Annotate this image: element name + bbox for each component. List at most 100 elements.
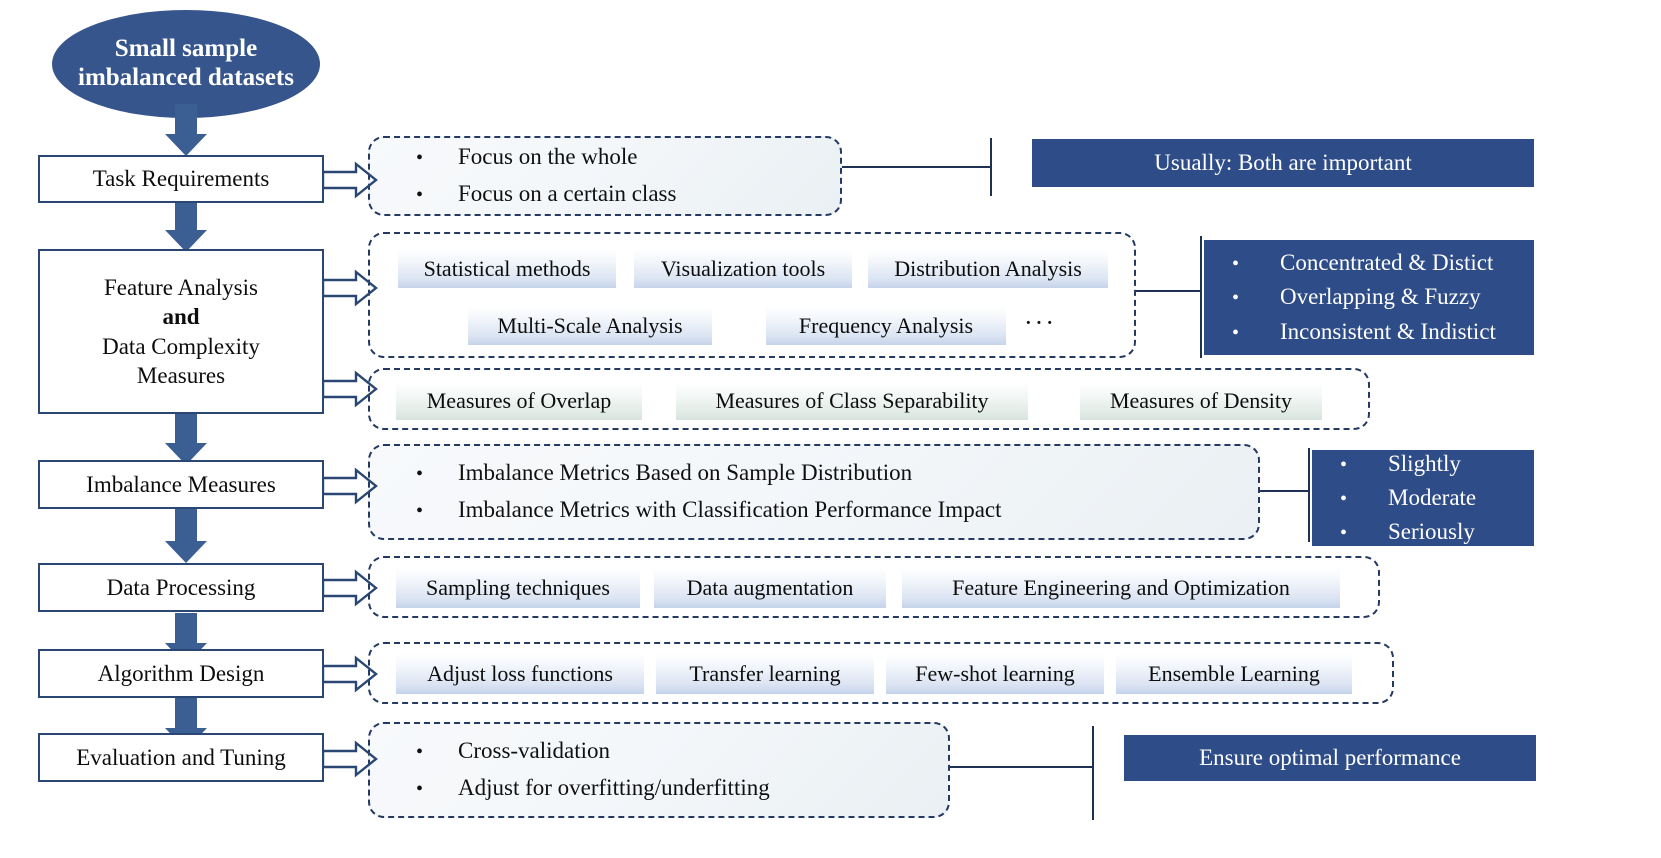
list-item: • Seriously	[1340, 515, 1475, 549]
chip-statistical-methods[interactable]: Statistical methods	[398, 250, 616, 288]
bullet-icon: •	[1232, 253, 1240, 276]
arrow-feature-to-imbalance	[130, 413, 242, 465]
arrow-imbalance-to-processing	[130, 509, 242, 563]
sidebar-item-task-requirements[interactable]: Task Requirements	[38, 155, 324, 203]
chip-ensemble-learning[interactable]: Ensemble Learning	[1116, 654, 1352, 694]
list-item: • Moderate	[1340, 481, 1476, 515]
list-item: • Overlapping & Fuzzy	[1232, 280, 1481, 314]
chip-label: Measures of Class Separability	[715, 388, 989, 413]
chip-label: Multi-Scale Analysis	[497, 313, 683, 338]
connector-arrow-feature-lower	[322, 370, 378, 408]
list-item: • Adjust for overfitting/underfitting	[416, 770, 948, 807]
chip-feature-engineering-optimization[interactable]: Feature Engineering and Optimization	[902, 568, 1340, 608]
evaluation-tuning-group: • Cross-validation • Adjust for overfitt…	[368, 722, 950, 818]
chip-measures-of-overlap[interactable]: Measures of Overlap	[396, 382, 642, 420]
stage-label-algorithm-design: Algorithm Design	[97, 660, 265, 686]
chip-sampling-techniques[interactable]: Sampling techniques	[396, 568, 640, 608]
start-node-ellipse: Small sample imbalanced datasets	[52, 10, 320, 118]
list-item-label: Adjust for overfitting/underfitting	[458, 775, 770, 800]
list-item: • Cross-validation	[416, 733, 948, 770]
list-item-label: Focus on a certain class	[458, 181, 677, 206]
list-item: • Imbalance Metrics with Classification …	[416, 492, 1258, 529]
bullet-icon: •	[1340, 487, 1348, 510]
bullet-icon: •	[416, 741, 424, 764]
bullet-icon: •	[416, 778, 424, 800]
connector-arrow-evaluation	[322, 740, 378, 778]
list-item-label: Seriously	[1388, 519, 1475, 545]
chip-label: Sampling techniques	[426, 575, 610, 600]
chip-label: Few-shot learning	[915, 661, 1075, 686]
stage-label-feature-line3: Data Complexity	[102, 333, 260, 359]
connector-arrow-task	[322, 161, 378, 199]
stage-label-evaluation-tuning: Evaluation and Tuning	[76, 744, 286, 770]
start-node-line2: imbalanced datasets	[78, 64, 294, 91]
evaluation-tuning-bullet-list: • Cross-validation • Adjust for overfitt…	[370, 724, 948, 816]
list-item: • Inconsistent & Indistict	[1232, 315, 1496, 349]
list-item-label: Concentrated & Distict	[1280, 250, 1494, 276]
bracket-imbalance-callout	[1260, 448, 1312, 544]
chip-label: Statistical methods	[423, 256, 591, 281]
chip-multi-scale-analysis[interactable]: Multi-Scale Analysis	[468, 307, 712, 345]
chip-label: Distribution Analysis	[894, 256, 1082, 281]
connector-arrow-imbalance	[322, 467, 378, 505]
chip-adjust-loss-functions[interactable]: Adjust loss functions	[396, 654, 644, 694]
bracket-evaluation-callout	[950, 726, 1096, 822]
bullet-icon: •	[416, 463, 424, 486]
callout-text: Ensure optimal performance	[1199, 745, 1461, 770]
sidebar-item-imbalance-measures[interactable]: Imbalance Measures	[38, 460, 324, 509]
callout-evaluation-tuning: Ensure optimal performance	[1124, 735, 1536, 781]
bullet-icon: •	[1232, 321, 1240, 344]
chip-measures-of-class-separability[interactable]: Measures of Class Separability	[676, 382, 1028, 420]
task-requirements-bullet-list: • Focus on the whole • Focus on a certai…	[370, 138, 840, 214]
chip-label: Measures of Density	[1109, 388, 1293, 413]
connector-arrow-feature-upper	[322, 269, 378, 307]
sidebar-item-algorithm-design[interactable]: Algorithm Design	[38, 649, 324, 698]
bullet-icon: •	[1340, 453, 1348, 476]
stage-label-feature-line2: and	[162, 304, 200, 330]
chip-distribution-analysis[interactable]: Distribution Analysis	[868, 250, 1108, 288]
arrow-task-to-feature	[130, 200, 242, 252]
sidebar-item-evaluation-tuning[interactable]: Evaluation and Tuning	[38, 733, 324, 782]
sidebar-item-feature-analysis[interactable]: Feature Analysis and Data Complexity Mea…	[38, 249, 324, 414]
bullet-icon: •	[416, 147, 424, 170]
list-item: • Imbalance Metrics Based on Sample Dist…	[416, 455, 1258, 492]
bullet-icon: •	[1340, 522, 1348, 545]
chip-frequency-analysis[interactable]: Frequency Analysis	[766, 307, 1006, 345]
callout-imbalance-measures: • Slightly • Moderate • Seriously	[1312, 450, 1534, 546]
list-item-label: Cross-validation	[458, 738, 611, 764]
chip-label: Ensemble Learning	[1148, 661, 1320, 686]
chip-few-shot-learning[interactable]: Few-shot learning	[886, 654, 1104, 694]
chip-data-augmentation[interactable]: Data augmentation	[654, 568, 886, 608]
chip-measures-of-density[interactable]: Measures of Density	[1080, 382, 1322, 420]
callout-feature-analysis: • Concentrated & Distict • Overlapping &…	[1204, 240, 1534, 355]
chip-visualization-tools[interactable]: Visualization tools	[634, 250, 852, 288]
callout-task-requirements: Usually: Both are important	[1032, 139, 1534, 187]
chip-label: Data augmentation	[686, 575, 854, 600]
list-item-label: Slightly	[1388, 450, 1461, 476]
list-item-label: Imbalance Metrics Based on Sample Distri…	[458, 460, 913, 486]
ellipsis-more-icon: ···	[1024, 308, 1056, 337]
list-item-label: Imbalance Metrics with Classification Pe…	[458, 497, 1002, 522]
chip-label: Frequency Analysis	[798, 313, 974, 338]
chip-label: Feature Engineering and Optimization	[952, 575, 1290, 600]
callout-text: Usually: Both are important	[1154, 150, 1412, 175]
bullet-icon: •	[416, 500, 424, 522]
bracket-task-callout	[842, 138, 994, 198]
chip-label: Adjust loss functions	[427, 661, 613, 686]
start-node-line1: Small sample	[114, 35, 258, 63]
chip-transfer-learning[interactable]: Transfer learning	[656, 654, 874, 694]
algorithm-design-group	[368, 642, 1394, 704]
chip-label: Visualization tools	[660, 256, 826, 281]
list-item: • Slightly	[1340, 447, 1461, 481]
data-processing-group	[368, 556, 1380, 618]
list-item: • Focus on a certain class	[416, 176, 840, 213]
chip-label: Transfer learning	[689, 661, 841, 686]
sidebar-item-data-processing[interactable]: Data Processing	[38, 563, 324, 612]
stage-label-imbalance-measures: Imbalance Measures	[86, 471, 276, 497]
list-item-label: Focus on the whole	[458, 144, 638, 170]
stage-label-data-processing: Data Processing	[106, 574, 256, 600]
connector-arrow-processing	[322, 569, 378, 607]
bullet-icon: •	[1232, 287, 1240, 310]
chip-label: Measures of Overlap	[426, 388, 612, 413]
